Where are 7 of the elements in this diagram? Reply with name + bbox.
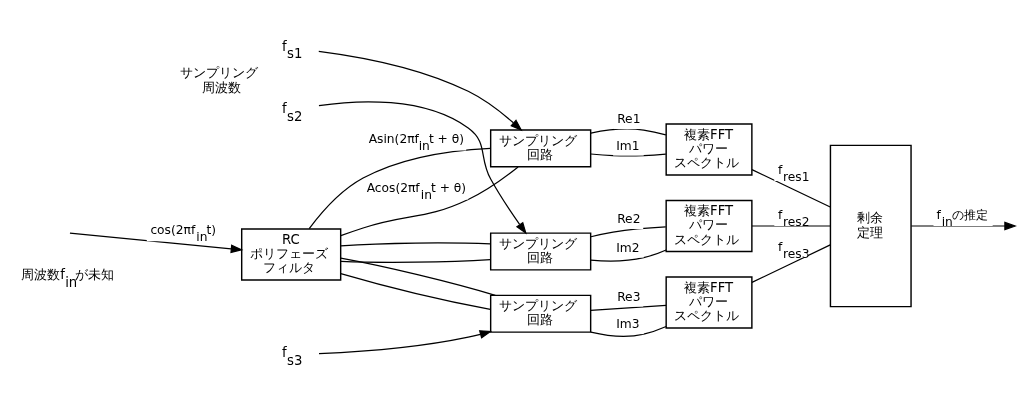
node-label: サンプリング周波数 bbox=[179, 65, 258, 95]
edge-label: Re3 bbox=[617, 289, 641, 304]
edge-label: Im2 bbox=[616, 240, 640, 255]
edge-label: Im3 bbox=[616, 317, 640, 332]
edge-label: Im1 bbox=[616, 138, 640, 153]
edge-label: Re2 bbox=[617, 212, 641, 227]
edge-label: Re1 bbox=[617, 112, 641, 127]
